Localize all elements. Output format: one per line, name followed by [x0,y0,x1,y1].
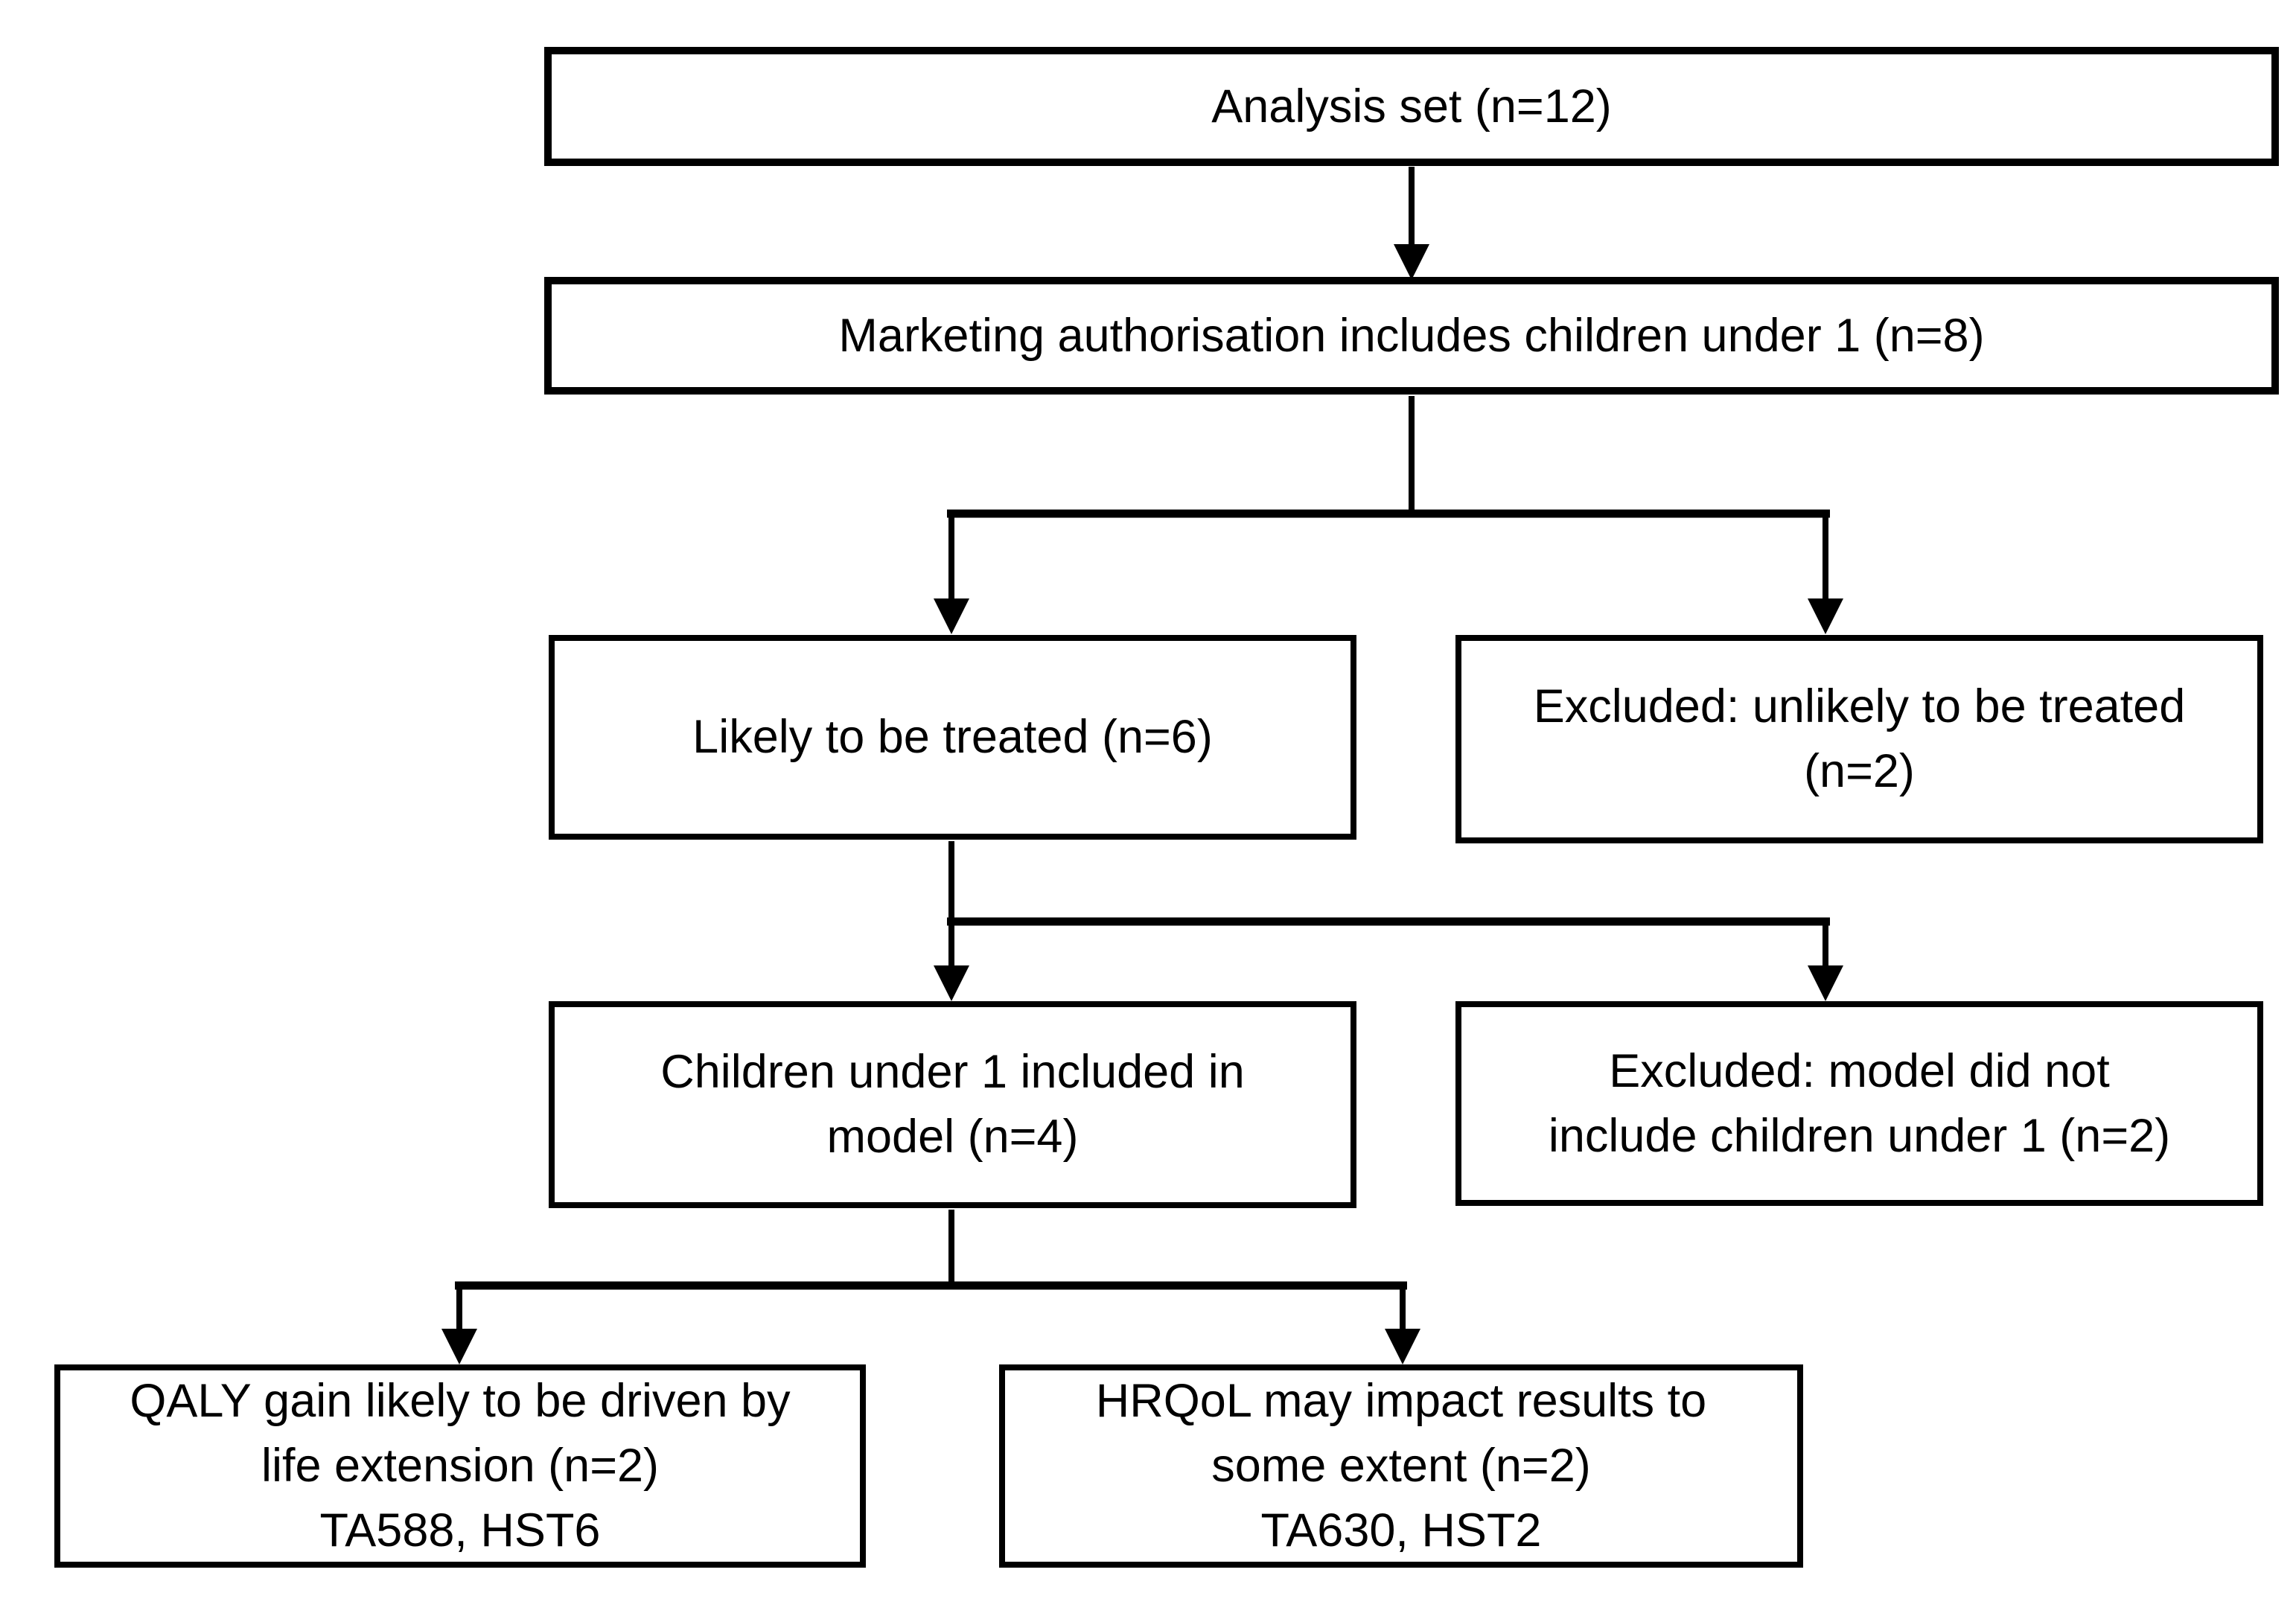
node-likely-treated: Likely to be treated (n=6) [549,635,1356,840]
node-qaly-gain: QALY gain likely to be driven by life ex… [54,1364,866,1568]
node-hrqol-impact: HRQoL may impact results to some extent … [999,1364,1803,1568]
arrowhead-into-children-in-model [934,965,969,1001]
arrowhead-into-excluded-model [1808,965,1843,1001]
arrowhead-into-marketing [1394,244,1429,280]
node-analysis-set: Analysis set (n=12) [544,47,2279,166]
node-excluded-model: Excluded: model did not include children… [1455,1001,2263,1206]
arrowhead-into-qaly-gain [441,1329,477,1364]
node-marketing-auth: Marketing authorisation includes childre… [544,277,2279,395]
arrowhead-into-likely-treated [934,598,969,634]
arrowhead-into-hrqol [1385,1329,1420,1364]
node-children-in-model: Children under 1 included in model (n=4) [549,1001,1356,1208]
node-excluded-unlikely: Excluded: unlikely to be treated (n=2) [1455,635,2263,843]
arrowhead-into-excluded-unlikely [1808,598,1843,634]
